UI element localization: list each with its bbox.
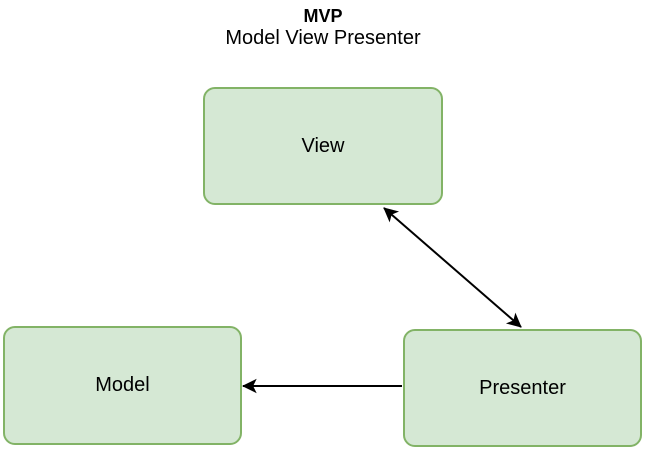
node-model: Model [3, 326, 242, 445]
diagram-title-block: MVP Model View Presenter [0, 6, 646, 49]
node-model-label: Model [95, 374, 150, 396]
node-presenter-label: Presenter [479, 376, 566, 399]
diagram-subtitle: Model View Presenter [225, 27, 421, 49]
diagram-title: MVP [303, 6, 343, 26]
node-view: View [203, 87, 443, 205]
node-presenter: Presenter [403, 329, 642, 447]
edge-view-presenter-bidirectional-arrow [383, 207, 522, 328]
node-view-label: View [301, 134, 345, 157]
